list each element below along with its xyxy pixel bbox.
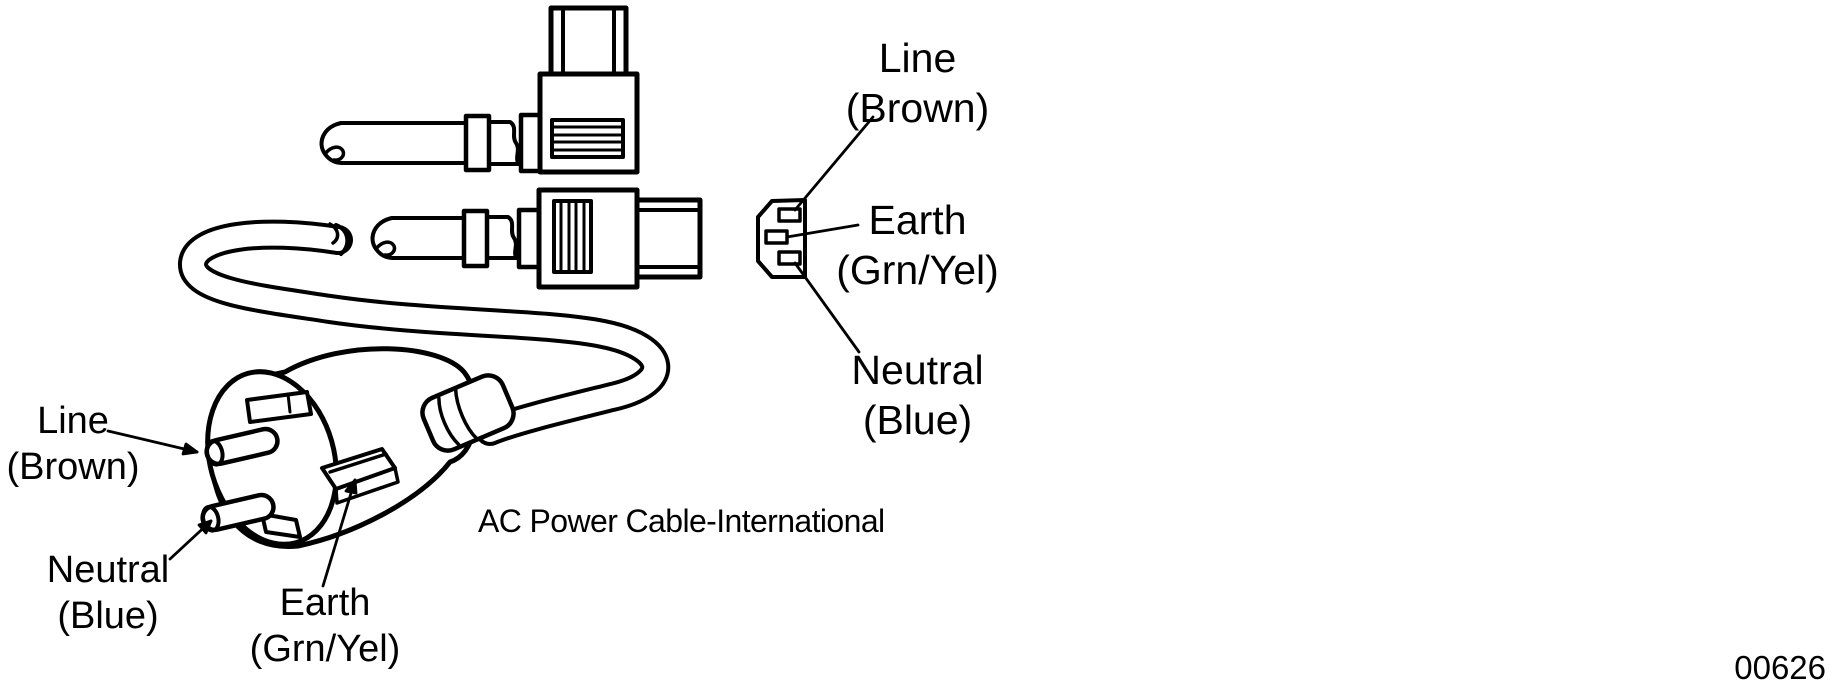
figure-number: 00626 [1734, 649, 1826, 684]
inlet-slot-line [777, 207, 802, 223]
wire-name: Neutral [46, 549, 170, 591]
inlet-label-line: Line (Brown) [825, 33, 1010, 133]
wire-color: (Grn/Yel) [836, 247, 999, 294]
cable-cut-end [334, 223, 350, 256]
wire-color: (Grn/Yel) [249, 628, 401, 671]
leader-line-line [106, 429, 199, 454]
wire-name: Neutral [851, 347, 984, 393]
leader-arrow [344, 478, 358, 495]
wire-color: (Brown) [6, 446, 140, 489]
plug-label-earth: Earth (Grn/Yel) [235, 580, 415, 673]
inlet-label-neutral: Neutral (Blue) [825, 345, 1010, 445]
wire-color: (Blue) [862, 397, 973, 444]
plug-bottom-earth-notch [260, 512, 302, 539]
strain-relief [420, 373, 516, 453]
inlet-label-earth: Earth (Grn/Yel) [825, 195, 1010, 295]
power-cable-drawing [178, 219, 671, 446]
leader-line-earth [785, 223, 860, 239]
leader-line-line [793, 115, 875, 212]
plug-pin-neutral [200, 492, 276, 533]
inlet-slot-neutral [777, 250, 802, 266]
figure-caption: AC Power Cable-International [478, 503, 885, 539]
cable-cut-end [319, 121, 344, 165]
straight-connector-drawing [370, 187, 703, 290]
leader-line-earth [321, 478, 357, 588]
plug-leader-lines [106, 429, 358, 588]
leader-arrow [197, 519, 213, 535]
plug-pin-line [204, 426, 280, 467]
wire-color: (Blue) [57, 595, 159, 638]
wire-name: Line [878, 35, 957, 81]
wire-name: Earth [868, 197, 967, 243]
iec-inlet-face-drawing [756, 115, 875, 354]
right-angle-connector-drawing [319, 5, 640, 175]
plug-label-neutral: Neutral (Blue) [28, 547, 188, 640]
leader-line-neutral [793, 261, 861, 354]
plug-label-line: Line (Brown) [0, 398, 153, 491]
wire-name: Earth [279, 582, 371, 624]
wire-name: Line [37, 400, 109, 442]
leader-arrow [181, 442, 199, 456]
plug-top-earth-notch [245, 390, 313, 424]
wire-color: (Brown) [845, 85, 990, 132]
cable-cut-end [370, 216, 395, 260]
schuko-plug-drawing [200, 346, 516, 549]
